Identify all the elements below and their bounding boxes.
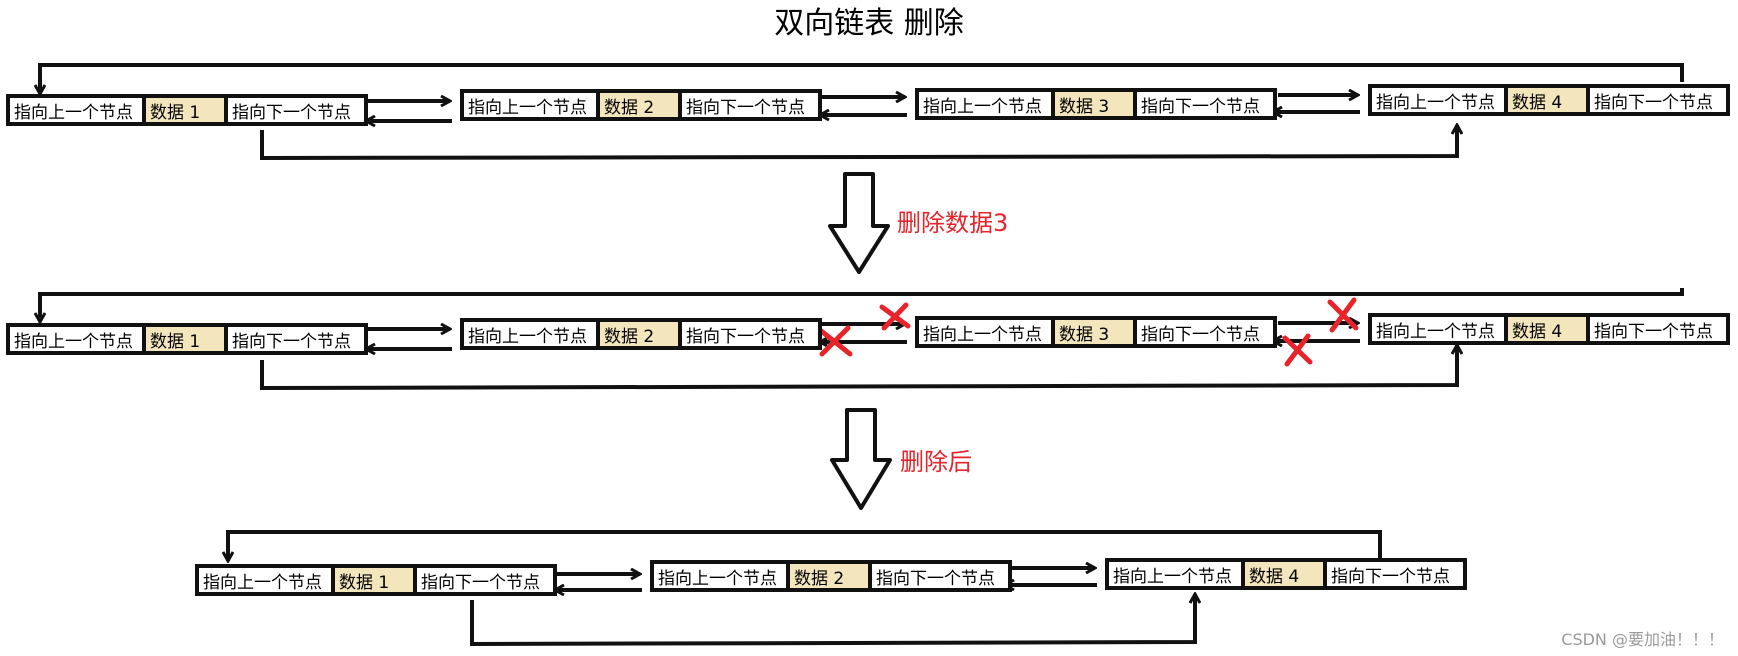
data-cell: 数据 4 — [1508, 88, 1590, 112]
row-1-links — [40, 63, 1684, 161]
data-cell: 数据 1 — [146, 98, 228, 122]
row-2-node-1: 指向上一个节点 数据 1 指向下一个节点 — [6, 323, 368, 355]
data-cell: 数据 4 — [1508, 317, 1590, 341]
prev-pointer-cell: 指向上一个节点 — [654, 564, 790, 588]
prev-pointer-cell: 指向上一个节点 — [10, 98, 146, 122]
row-2-tail-to-head-link — [260, 345, 1457, 391]
next-pointer-cell: 指向下一个节点 — [686, 97, 805, 118]
row-3-node-3: 指向上一个节点 数据 4 指向下一个节点 — [1105, 558, 1467, 590]
prev-pointer-cell: 指向上一个节点 — [919, 92, 1055, 116]
next-pointer-cell: 指向下一个节点 — [1331, 566, 1450, 587]
next-pointer-cell: 指向下一个节点 — [1141, 324, 1260, 345]
prev-pointer-cell: 指向上一个节点 — [10, 327, 146, 351]
prev-pointer-cell: 指向上一个节点 — [464, 93, 600, 117]
row-3-links — [228, 530, 1382, 647]
next-pointer-cell: 指向下一个节点 — [232, 102, 351, 123]
prev-pointer-cell: 指向上一个节点 — [199, 568, 335, 592]
row-2-node-3: 指向上一个节点 数据 3 指向下一个节点 — [915, 316, 1277, 348]
next-pointer-cell: 指向下一个节点 — [1594, 321, 1713, 342]
row-3-head-to-tail-link — [228, 530, 1382, 562]
step-label-after: 删除后 — [900, 448, 972, 476]
prev-pointer-cell: 指向上一个节点 — [1372, 88, 1508, 112]
step-down-arrow-1 — [828, 172, 890, 274]
row-1-node-3: 指向上一个节点 数据 3 指向下一个节点 — [915, 88, 1277, 120]
data-cell: 数据 2 — [790, 564, 872, 588]
next-pointer-cell: 指向下一个节点 — [232, 331, 351, 352]
data-cell: 数据 4 — [1245, 562, 1327, 586]
cross-mark-1 — [817, 325, 853, 357]
prev-pointer-cell: 指向上一个节点 — [464, 322, 600, 346]
removed-link-marks — [817, 297, 1359, 367]
data-cell: 数据 2 — [600, 93, 682, 117]
data-cell: 数据 1 — [146, 327, 228, 351]
step-label-delete: 删除数据3 — [897, 209, 1009, 237]
row-2-head-to-tail-link — [40, 288, 1684, 322]
next-pointer-cell: 指向下一个节点 — [686, 326, 805, 347]
row-1-tail-to-head-link — [260, 125, 1457, 161]
row-2-node-2: 指向上一个节点 数据 2 指向下一个节点 — [460, 318, 822, 350]
row-3-node-1: 指向上一个节点 数据 1 指向下一个节点 — [195, 564, 557, 596]
data-cell: 数据 1 — [335, 568, 417, 592]
cross-mark-4 — [1327, 297, 1359, 333]
row-1-head-to-tail-link — [40, 63, 1684, 94]
data-cell: 数据 2 — [600, 322, 682, 346]
row-1-node-2: 指向上一个节点 数据 2 指向下一个节点 — [460, 89, 822, 121]
row-2-links — [40, 288, 1684, 391]
row-1-node-1: 指向上一个节点 数据 1 指向下一个节点 — [6, 94, 368, 126]
diagram-title: 双向链表 删除 — [774, 6, 964, 41]
prev-pointer-cell: 指向上一个节点 — [1372, 317, 1508, 341]
next-pointer-cell: 指向下一个节点 — [1141, 96, 1260, 117]
row-3-tail-to-head-link — [470, 594, 1195, 647]
row-3-node-2: 指向上一个节点 数据 2 指向下一个节点 — [650, 560, 1012, 592]
next-pointer-cell: 指向下一个节点 — [421, 572, 540, 593]
row-1-node-4: 指向上一个节点 数据 4 指向下一个节点 — [1368, 84, 1730, 116]
next-pointer-cell: 指向下一个节点 — [876, 568, 995, 589]
data-cell: 数据 3 — [1055, 92, 1137, 116]
row-2-node-4: 指向上一个节点 数据 4 指向下一个节点 — [1368, 313, 1730, 345]
cross-mark-2 — [879, 302, 911, 331]
watermark: CSDN @要加油！！！ — [1561, 630, 1724, 649]
data-cell: 数据 3 — [1055, 320, 1137, 344]
prev-pointer-cell: 指向上一个节点 — [919, 320, 1055, 344]
prev-pointer-cell: 指向上一个节点 — [1109, 562, 1245, 586]
step-down-arrow-2 — [830, 408, 892, 510]
cross-mark-3 — [1282, 333, 1313, 367]
next-pointer-cell: 指向下一个节点 — [1594, 92, 1713, 113]
